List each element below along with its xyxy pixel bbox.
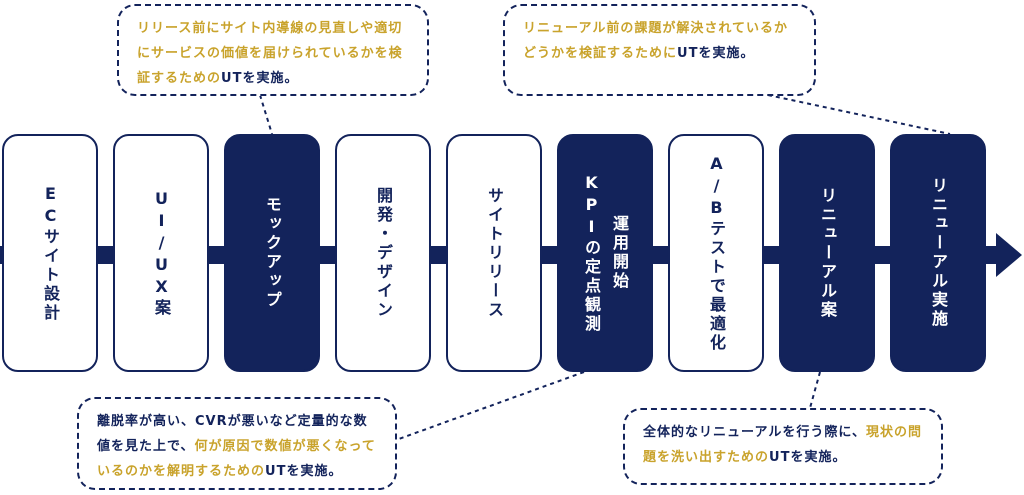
note-operation-ut: 離脱率が高い、CVRが悪いなど定量的な数値を見た上で、何が原因で数値が悪くなって… [77,397,397,490]
note-text: UTを実施。 [221,71,299,86]
step-label: モックアップ [263,196,282,310]
step-label: UI/UX案 [152,188,171,318]
connector-renewal-plan [809,371,821,409]
note-accent-text: 現状の問題を洗い出すための [643,425,922,465]
step-ui-ux-plan: UI/UX案 [113,134,209,372]
step-renewal-plan: リニューアル案 [779,134,875,372]
step-label: サイトリリース [485,186,504,320]
step-label: ECサイト設計 [41,183,60,323]
note-text: UTを実施。 [769,450,847,465]
note-accent-text: リニューアル前の課題が解決されているかどうかを検証するために [523,21,788,61]
note-renewal-done-ut: リニューアル前の課題が解決されているかどうかを検証するためにUTを実施。 [503,4,816,96]
note-text: 全体的なリニューアルを行う際に、 [643,425,866,440]
step-development-design: 開発・デザイン [335,134,431,372]
step-label: 開発・デザイン [374,186,393,320]
step-ab-test: A/Bテストで最適化 [668,134,764,372]
note-accent-text: 何が原因で数値が悪くなっているのかを解明するための [97,439,376,479]
note-renewal-plan-ut: 全体的なリニューアルを行う際に、現状の問題を洗い出すためのUTを実施。 [623,408,943,485]
connector-operation [395,371,585,441]
connector-renewal-done [767,94,951,135]
note-accent-text: リリース前にサイト内導線の見直しや適切にサービスの価値を届けられているかを検証す… [137,21,403,86]
note-mockup-ut: リリース前にサイト内導線の見直しや適切にサービスの価値を届けられているかを検証す… [117,4,429,96]
step-label: A/Bテストで最適化 [707,153,726,353]
step-operation-start: 運用開始 KPIの定点観測 [557,134,653,372]
note-text: UTを実施。 [265,464,343,479]
note-text: 離脱率が高い、CVRが悪いなど定量的な数値を見た上で、 [97,414,368,454]
step-label-line-1: 運用開始 [610,215,629,291]
step-site-release: サイトリリース [446,134,542,372]
step-label: リニューアル実施 [929,177,948,329]
connector-mockup [259,94,273,135]
step-renewal-execution: リニューアル実施 [890,134,986,372]
step-mockup: モックアップ [224,134,320,372]
timeline-arrowhead [996,233,1022,277]
note-text: UTを実施。 [677,46,755,61]
step-label-line-2: KPIの定点観測 [582,172,601,334]
step-label: リニューアル案 [818,186,837,320]
step-ec-site-design: ECサイト設計 [2,134,98,372]
